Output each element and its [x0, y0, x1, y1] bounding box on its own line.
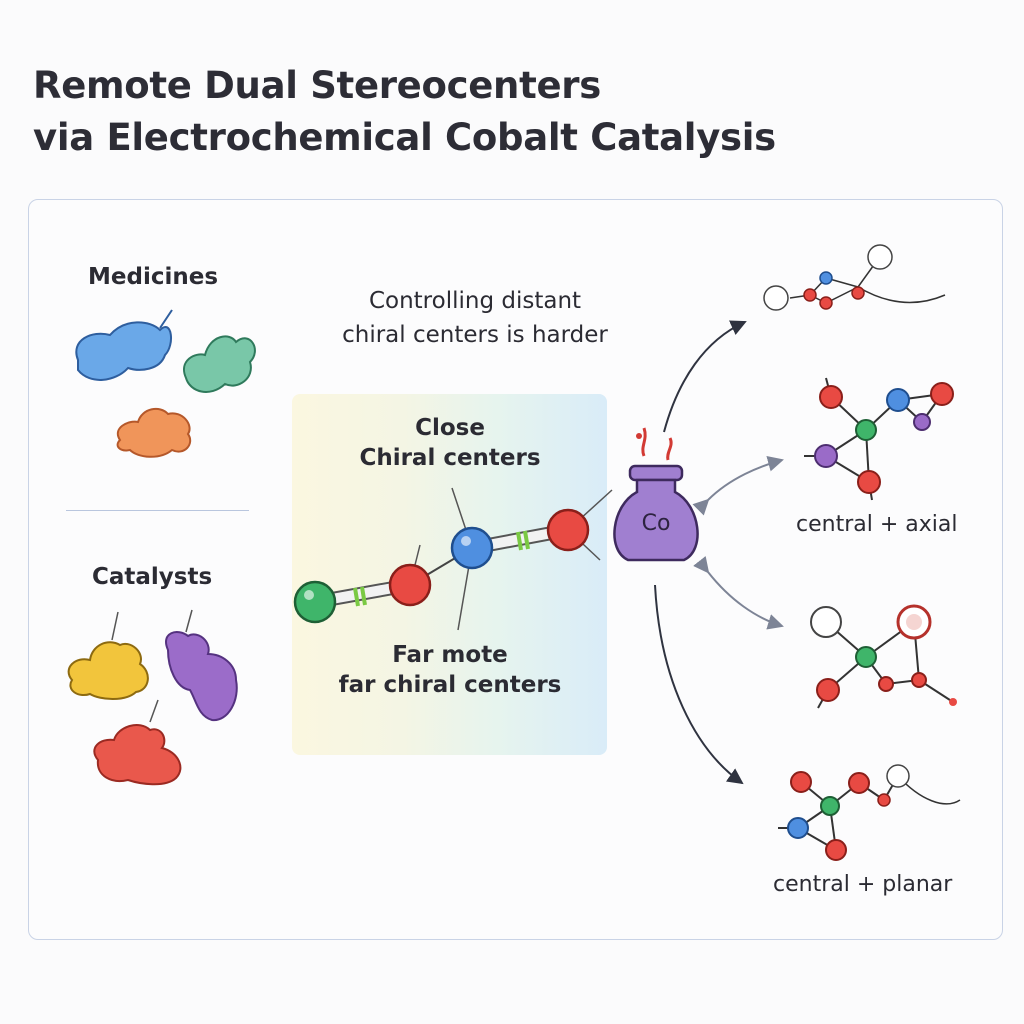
catalyst-purple-blob — [165, 609, 238, 722]
arrow-to-second-product — [693, 556, 784, 630]
product-molecule-3 — [810, 604, 957, 709]
far-line-2: far chiral centers — [338, 672, 562, 698]
page-title: Remote Dual Stereocenters via Electroche… — [33, 60, 776, 164]
arrow-to-top-product — [663, 320, 747, 433]
product-molecule-1 — [763, 244, 946, 311]
product-molecule-axial — [804, 377, 954, 501]
center-molecule — [293, 487, 613, 631]
central-axial-label: central + axial — [796, 512, 958, 537]
medicine-blue-blob — [75, 309, 173, 381]
medicines-label: Medicines — [88, 264, 219, 290]
close-line-2: Chiral centers — [359, 445, 541, 471]
medicine-orange-blob — [116, 407, 192, 458]
controlling-line-2: chiral centers is harder — [342, 322, 608, 348]
left-divider — [66, 510, 249, 511]
medicine-green-blob — [183, 335, 256, 393]
cobalt-symbol: Co — [641, 511, 671, 536]
catalyst-red-blob — [93, 699, 182, 786]
arrow-to-planar-product — [654, 584, 744, 785]
title-line-1: Remote Dual Stereocenters — [33, 64, 601, 107]
catalyst-yellow-blob — [67, 611, 149, 700]
close-line-1: Close — [415, 415, 485, 441]
arrow-to-axial-product — [692, 455, 784, 516]
cobalt-flask — [613, 427, 699, 562]
close-chiral-label: Close Chiral centers — [330, 413, 570, 473]
controlling-line-1: Controlling distant — [368, 288, 582, 314]
product-molecule-planar — [778, 764, 961, 861]
central-planar-label: central + planar — [773, 872, 953, 897]
title-line-2: via Electrochemical Cobalt Catalysis — [33, 116, 776, 159]
far-line-1: Far mote — [392, 642, 508, 668]
catalysts-label: Catalysts — [92, 564, 213, 590]
controlling-text: Controlling distant chiral centers is ha… — [330, 284, 620, 352]
far-chiral-label: Far mote far chiral centers — [300, 640, 600, 700]
chiral-centers-box — [292, 394, 607, 755]
